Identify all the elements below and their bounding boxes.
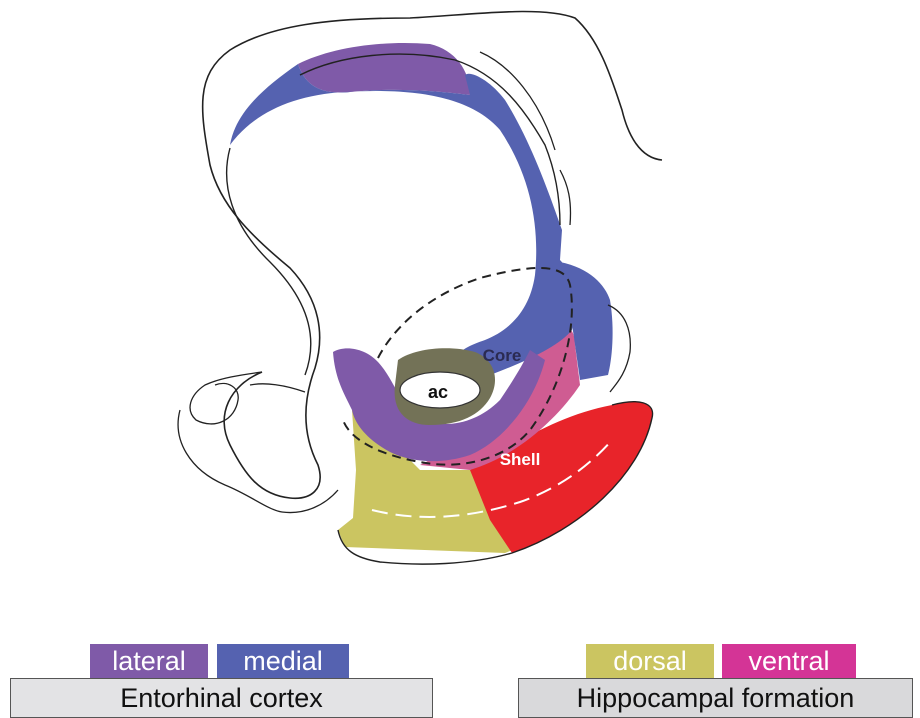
lateral-entorhinal-top-region: [298, 43, 470, 95]
legend-title-hippocampal-formation: Hippocampal formation: [518, 678, 913, 718]
legend-tag-medial: medial: [217, 644, 349, 678]
inner-brain-contour: [227, 148, 311, 375]
ac-label: ac: [428, 382, 448, 402]
legend-tag-ventral: ventral: [722, 644, 856, 678]
legend-tag-dorsal: dorsal: [586, 644, 714, 678]
legend-title-entorhinal-cortex: Entorhinal cortex: [10, 678, 433, 718]
legend-tag-lateral: lateral: [90, 644, 208, 678]
brain-section-diagram: Core ac Shell: [0, 0, 920, 600]
shell-label: Shell: [500, 450, 541, 469]
core-label: Core: [483, 346, 522, 365]
